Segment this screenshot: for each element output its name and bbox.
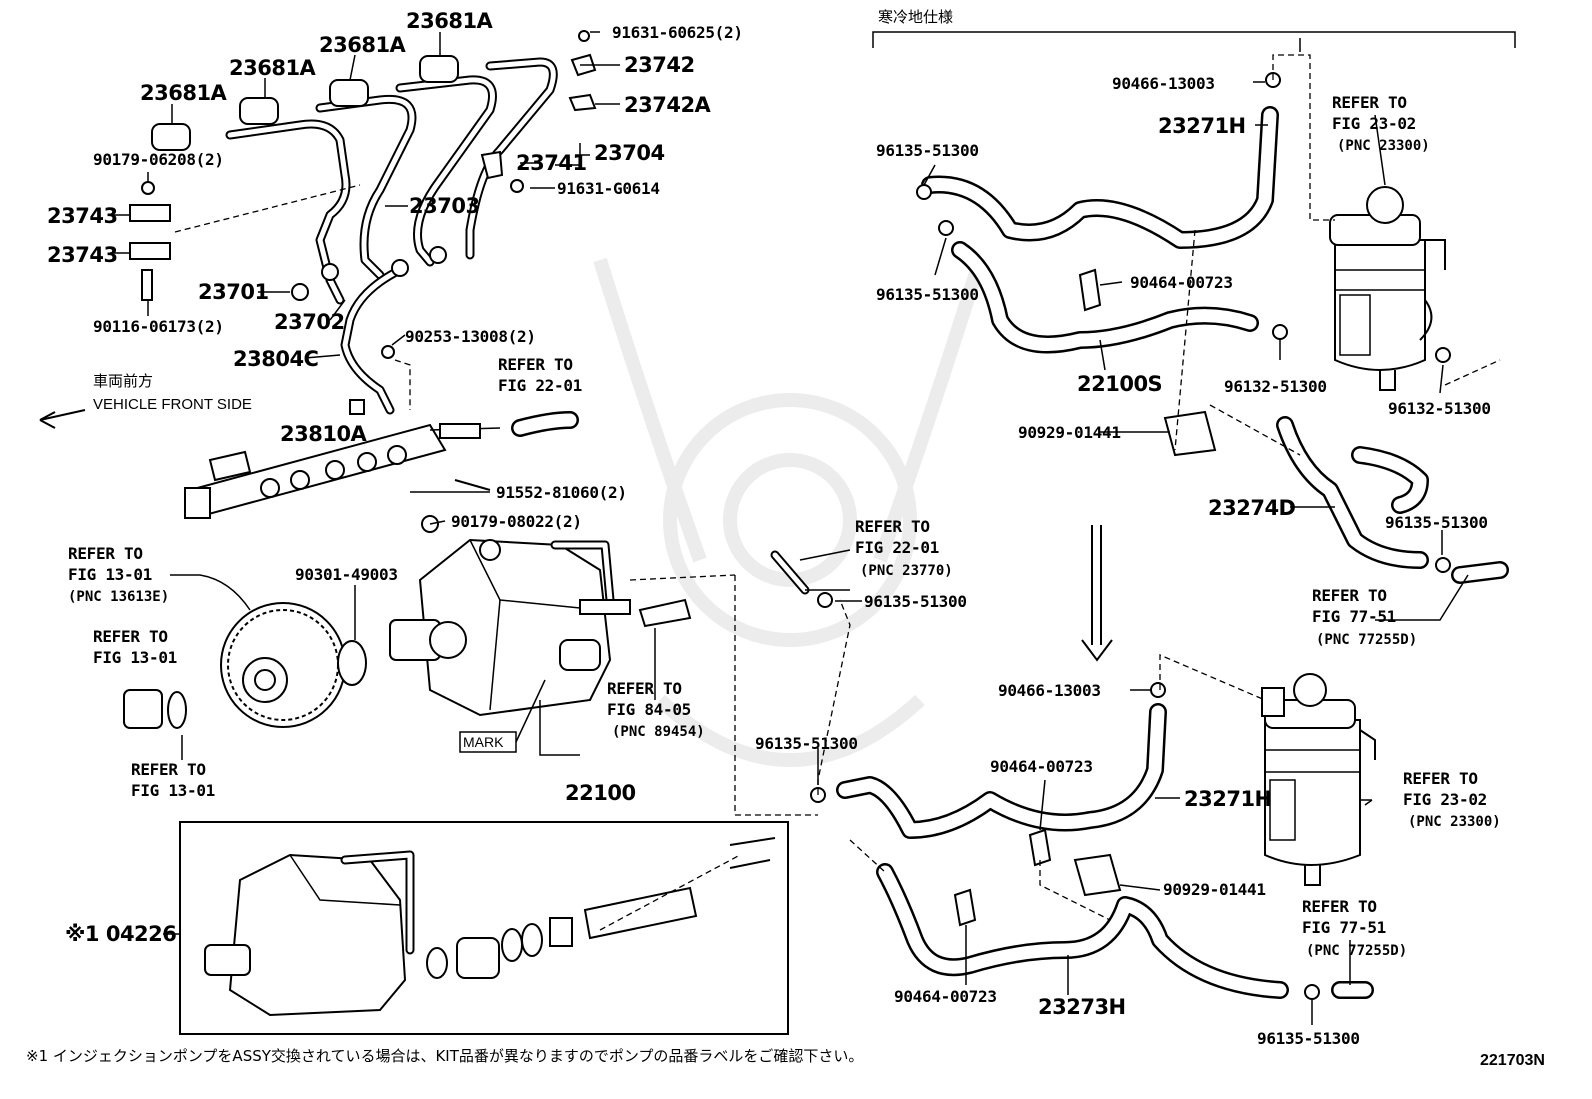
mark-label: MARK <box>463 734 504 750</box>
label-91631-60625: 91631-60625(2) <box>612 23 743 42</box>
ref-22-01-a-line2: FIG 22-01 <box>498 376 582 395</box>
label-96135-51300-mid: 96135-51300 <box>864 592 967 611</box>
ref-77-51-a-line1: REFER TO <box>1312 586 1387 605</box>
label-23681A-3: 23681A <box>319 33 407 57</box>
ref-23-02-a-line1: REFER TO <box>1332 93 1407 112</box>
label-23702: 23702 <box>274 310 345 334</box>
label-90466-13003-top: 90466-13003 <box>1112 74 1215 93</box>
label-23274D: 23274D <box>1208 496 1296 520</box>
label-96135-51300-bottom: 96135-51300 <box>1257 1029 1360 1048</box>
ref-22-01-a-line1: REFER TO <box>498 355 573 374</box>
label-90179-06208: 90179-06208(2) <box>93 150 224 169</box>
front-direction-jp: 車両前方 <box>93 372 153 390</box>
label-90929-01441-bottom: 90929-01441 <box>1163 880 1266 899</box>
fuel-hoses-bottom <box>629 550 1374 1000</box>
label-23743-2: 23743 <box>47 243 118 267</box>
common-rail <box>184 345 579 519</box>
supply-pump-22100 <box>389 515 692 753</box>
label-22100: 22100 <box>565 781 636 805</box>
label-96135-51300-right: 96135-51300 <box>1385 513 1488 532</box>
fuel-filter-bottom <box>1261 673 1376 886</box>
ref-13-01-b-line2: FIG 13-01 <box>93 648 177 667</box>
label-96132-51300-2: 96132-51300 <box>1388 399 1491 418</box>
ref-13-01-c-line1: REFER TO <box>131 760 206 779</box>
ref-77-51-a-line2: FIG 77-51 <box>1312 607 1396 626</box>
ref-77-51-b-pnc: (PNC 77255D) <box>1306 943 1407 959</box>
label-96132-51300-1: 96132-51300 <box>1224 377 1327 396</box>
label-23741: 23741 <box>516 151 587 175</box>
label-90464-00723-mid: 90464-00723 <box>990 757 1093 776</box>
label-23681A-1: 23681A <box>140 81 228 105</box>
cold-spec-bracket <box>872 31 1516 48</box>
label-23271H-top: 23271H <box>1158 114 1246 138</box>
label-90253-13008: 90253-13008(2) <box>405 327 536 346</box>
ref-13-01-a-pnc: (PNC 13613E) <box>68 589 169 605</box>
ref-22-01-b-line2: FIG 22-01 <box>855 538 939 557</box>
ref-23-02-b-line2: FIG 23-02 <box>1403 790 1487 809</box>
label-90466-13003-bottom: 90466-13003 <box>998 681 1101 700</box>
kit-box-frame <box>179 821 789 1035</box>
ref-23-02-a-line2: FIG 23-02 <box>1332 114 1416 133</box>
label-96135-51300-top1: 96135-51300 <box>876 141 979 160</box>
label-23271H-bottom: 23271H <box>1184 787 1272 811</box>
label-90929-01441-top: 90929-01441 <box>1018 423 1121 442</box>
ref-84-05-line1: REFER TO <box>607 679 682 698</box>
ref-77-51-b-line2: FIG 77-51 <box>1302 918 1386 937</box>
label-23703: 23703 <box>409 194 480 218</box>
label-90179-08022: 90179-08022(2) <box>451 512 582 531</box>
label-23810A: 23810A <box>280 422 368 446</box>
label-91631-G0614: 91631-G0614 <box>557 179 660 198</box>
cold-spec-header: 寒冷地仕様 <box>878 8 953 26</box>
label-23273H: 23273H <box>1038 995 1126 1019</box>
front-direction-en: VEHICLE FRONT SIDE <box>93 396 252 413</box>
label-91552-81060: 91552-81060(2) <box>496 483 627 502</box>
part-labels: 23681A 23681A 23681A 23681A 91631-60625(… <box>26 8 1545 1069</box>
ref-13-01-a-line2: FIG 13-01 <box>68 565 152 584</box>
ref-23-02-a-pnc: (PNC 23300) <box>1337 138 1430 154</box>
label-90464-00723-top: 90464-00723 <box>1130 273 1233 292</box>
label-23804C: 23804C <box>233 347 319 371</box>
label-23742: 23742 <box>624 53 695 77</box>
label-90464-00723-bottom: 90464-00723 <box>894 987 997 1006</box>
injection-pipe-assembly <box>129 30 597 415</box>
ref-77-51-a-pnc: (PNC 77255D) <box>1316 632 1417 648</box>
label-90116-06173: 90116-06173(2) <box>93 317 224 336</box>
ref-22-01-b-pnc: (PNC 23770) <box>860 563 953 579</box>
label-96135-51300-top2: 96135-51300 <box>876 285 979 304</box>
fuel-filter-top <box>1329 186 1446 391</box>
down-arrow-icon <box>1081 525 1113 662</box>
label-90301-49003: 90301-49003 <box>295 565 398 584</box>
footnote-text: ※1 インジェクションポンプをASSY交換されている場合は、KIT品番が異なりま… <box>26 1047 863 1065</box>
watermark-emblem <box>593 257 987 767</box>
ref-13-01-a-line1: REFER TO <box>68 544 143 563</box>
front-arrow-icon <box>39 409 86 429</box>
label-23701: 23701 <box>198 280 269 304</box>
ref-23-02-b-line1: REFER TO <box>1403 769 1478 788</box>
label-23681A-4: 23681A <box>406 9 494 33</box>
label-23742A: 23742A <box>624 93 712 117</box>
ref-77-51-b-line1: REFER TO <box>1302 897 1377 916</box>
label-kit-04226: ※1 04226 <box>65 922 176 946</box>
supply-pump-gear <box>123 602 367 729</box>
label-23681A-2: 23681A <box>229 56 317 80</box>
ref-84-05-line2: FIG 84-05 <box>607 700 691 719</box>
fuel-hoses-top <box>916 54 1509 584</box>
ref-22-01-b-line1: REFER TO <box>855 517 930 536</box>
label-23743-1: 23743 <box>47 204 118 228</box>
diagram-id: 221703N <box>1480 1052 1545 1069</box>
pump-kit-04226 <box>204 837 776 1017</box>
ref-84-05-pnc: (PNC 89454) <box>612 724 705 740</box>
label-22100S: 22100S <box>1077 372 1162 396</box>
ref-23-02-b-pnc: (PNC 23300) <box>1408 814 1501 830</box>
ref-13-01-c-line2: FIG 13-01 <box>131 781 215 800</box>
ref-13-01-b-line1: REFER TO <box>93 627 168 646</box>
label-96135-51300-left: 96135-51300 <box>755 734 858 753</box>
leader-lines <box>110 31 1469 1025</box>
label-23704: 23704 <box>594 141 665 165</box>
